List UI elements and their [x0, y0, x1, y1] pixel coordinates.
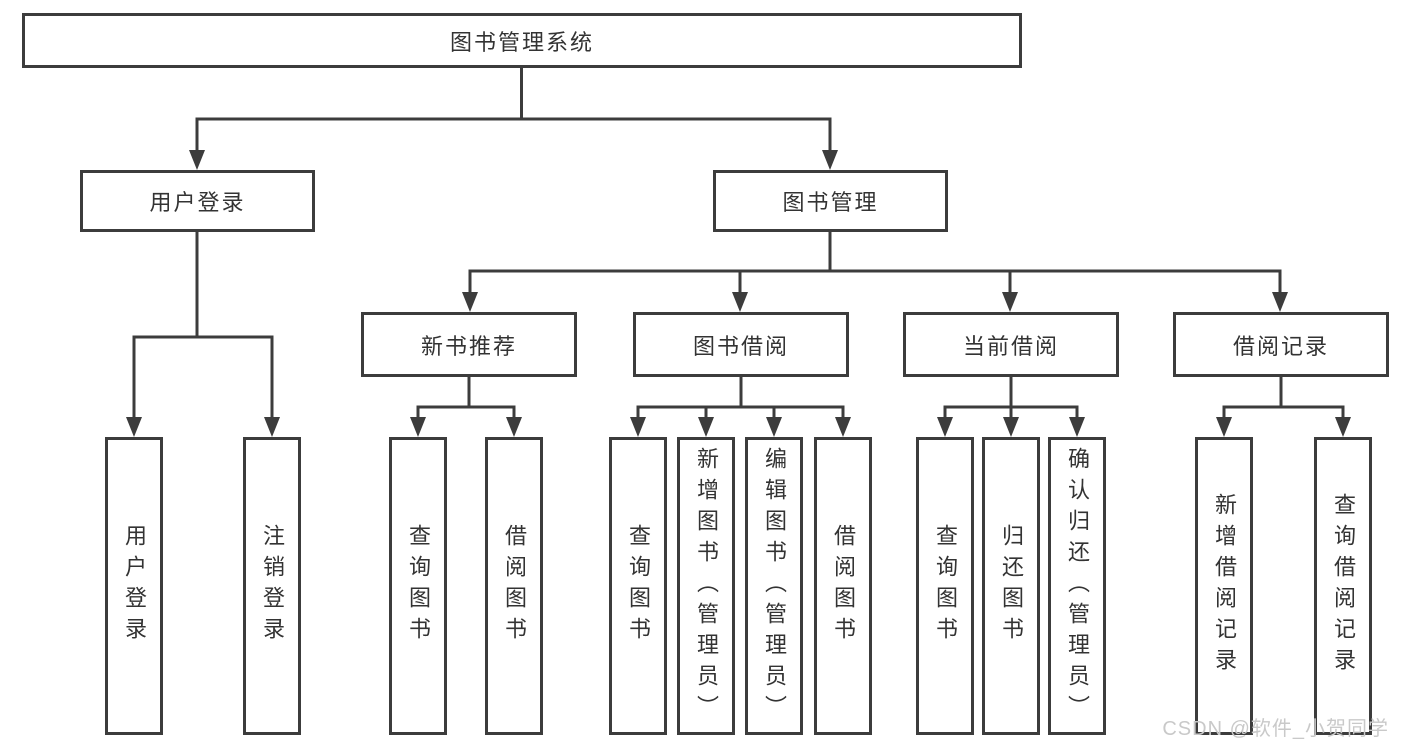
leaf-query-books-borrow: 查询图书 — [609, 437, 667, 735]
leaf-query-books-recommend: 查询图书 — [389, 437, 447, 735]
leaf-add-book-admin: 新增图书（管理员） — [677, 437, 735, 735]
leaf-query-books-current: 查询图书 — [916, 437, 974, 735]
leaf-edit-book-admin: 编辑图书（管理员） — [745, 437, 803, 735]
leaf-return-books: 归还图书 — [982, 437, 1040, 735]
connector-borrow-records-children — [1222, 375, 1345, 423]
leaf-logout: 注销登录 — [243, 437, 301, 735]
node-new-book-recommendation: 新书推荐 — [361, 312, 577, 377]
node-user-login: 用户登录 — [80, 170, 315, 232]
connector-current-borrow-children — [943, 375, 1079, 423]
csdn-watermark: CSDN @软件_小贺同学 — [1162, 718, 1389, 740]
leaf-borrow-books-recommend: 借阅图书 — [485, 437, 543, 735]
node-current-borrowing: 当前借阅 — [903, 312, 1119, 377]
connector-user-login-children — [132, 230, 274, 423]
leaf-query-borrow-record: 查询借阅记录 — [1314, 437, 1372, 735]
connector-book-management-children — [468, 230, 1282, 298]
node-borrowing-records: 借阅记录 — [1173, 312, 1389, 377]
connector-root-to-level2 — [195, 66, 832, 154]
node-book-borrowing: 图书借阅 — [633, 312, 849, 377]
node-library-management-system: 图书管理系统 — [22, 13, 1022, 68]
connector-new-book-children — [416, 375, 516, 423]
arrowhead-icons — [126, 150, 1351, 437]
connector-book-borrow-children — [636, 375, 845, 423]
leaf-user-login: 用户登录 — [105, 437, 163, 735]
leaf-add-borrow-record: 新增借阅记录 — [1195, 437, 1253, 735]
leaf-borrow-books-borrow: 借阅图书 — [814, 437, 872, 735]
leaf-confirm-return-admin: 确认归还（管理员） — [1048, 437, 1106, 735]
node-book-management: 图书管理 — [713, 170, 948, 232]
